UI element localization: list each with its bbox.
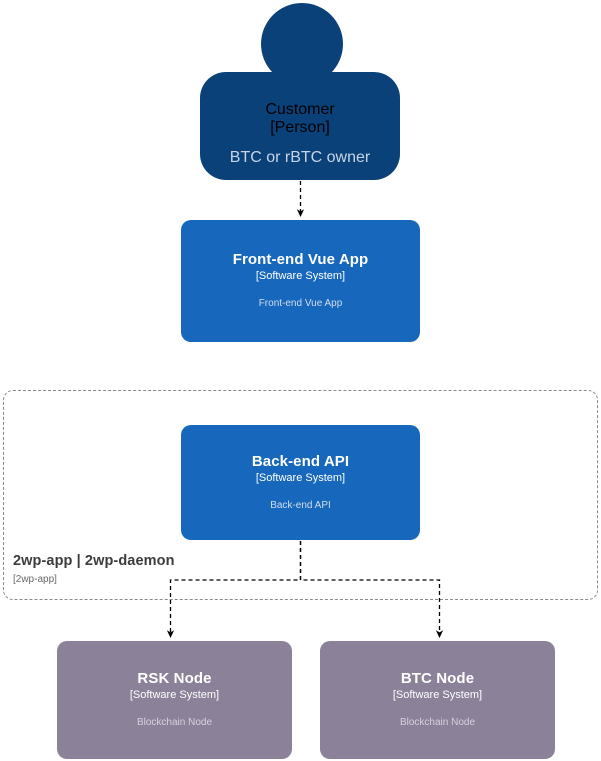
node-frontend-title: Front-end Vue App (232, 251, 369, 268)
node-frontend-vue-app[interactable]: Front-end Vue App [Software System] Fron… (181, 220, 420, 342)
node-btc-description: Blockchain Node (399, 717, 476, 728)
boundary-label: 2wp-app | 2wp-daemon (13, 553, 175, 569)
node-backend-title: Back-end API (251, 452, 350, 470)
node-backend-api[interactable]: Back-end API [Software System] Back-end … (181, 425, 420, 540)
node-backend-type: [Software System] (255, 471, 346, 484)
node-frontend-type: [Software System] (255, 270, 346, 282)
node-customer-type: [Person] (270, 119, 330, 136)
node-rsk-title: RSK Node (137, 670, 212, 687)
person-body: Customer [Person] BTC or rBTC owner (200, 72, 400, 180)
node-backend-description: Back-end API (270, 499, 331, 511)
node-rsk-type: [Software System] (129, 689, 220, 701)
node-rsk-description: Blockchain Node (136, 717, 213, 728)
node-customer-title: Customer (265, 101, 335, 118)
node-rsk-node[interactable]: RSK Node [Software System] Blockchain No… (57, 641, 292, 759)
node-btc-title: BTC Node (400, 670, 475, 687)
node-frontend-description: Front-end Vue App (258, 298, 343, 309)
boundary-type: [2wp-app] (13, 574, 57, 585)
node-customer[interactable]: Customer [Person] BTC or rBTC owner (200, 0, 400, 180)
node-customer-description: BTC or rBTC owner (229, 149, 371, 166)
node-btc-type: [Software System] (392, 689, 483, 701)
person-head-icon (261, 3, 343, 85)
node-btc-node[interactable]: BTC Node [Software System] Blockchain No… (320, 641, 555, 759)
